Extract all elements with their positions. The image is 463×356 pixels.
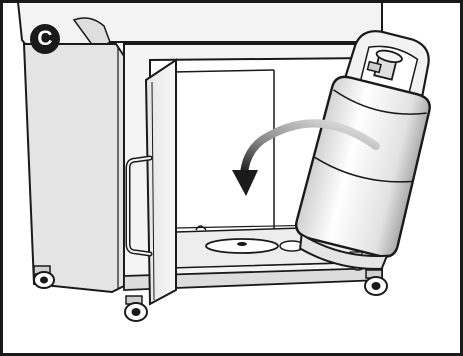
cabinet-left-panel: [24, 44, 124, 292]
cabinet-top: [18, 2, 382, 50]
cabinet-door-open: [146, 60, 176, 304]
step-letter-badge: C: [30, 24, 60, 54]
